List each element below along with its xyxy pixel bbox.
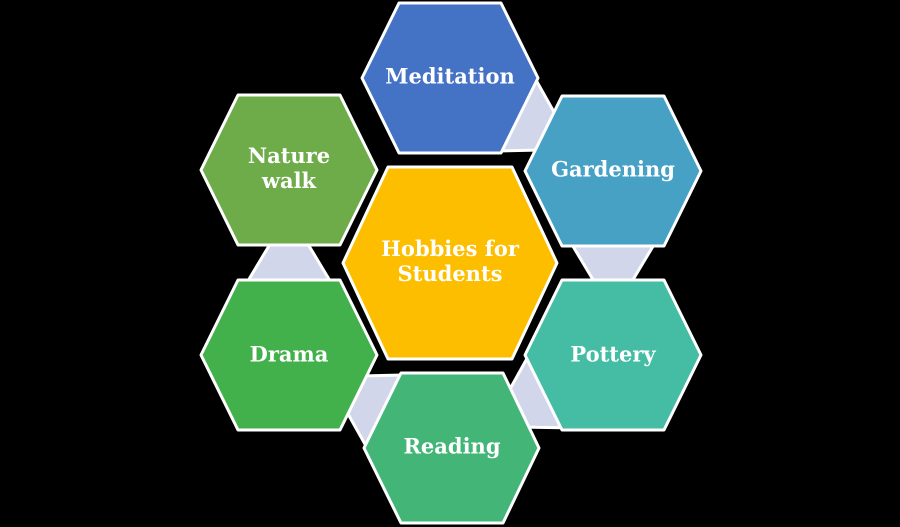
hexagon-pottery xyxy=(523,278,703,432)
hexagon-gardening xyxy=(523,94,703,248)
hexagon-reading xyxy=(362,371,541,525)
hexagon-drama xyxy=(199,278,379,432)
hexagon-meditation xyxy=(360,1,540,155)
hexagon-center xyxy=(341,165,559,361)
hexagon-nature-walk xyxy=(199,93,379,247)
